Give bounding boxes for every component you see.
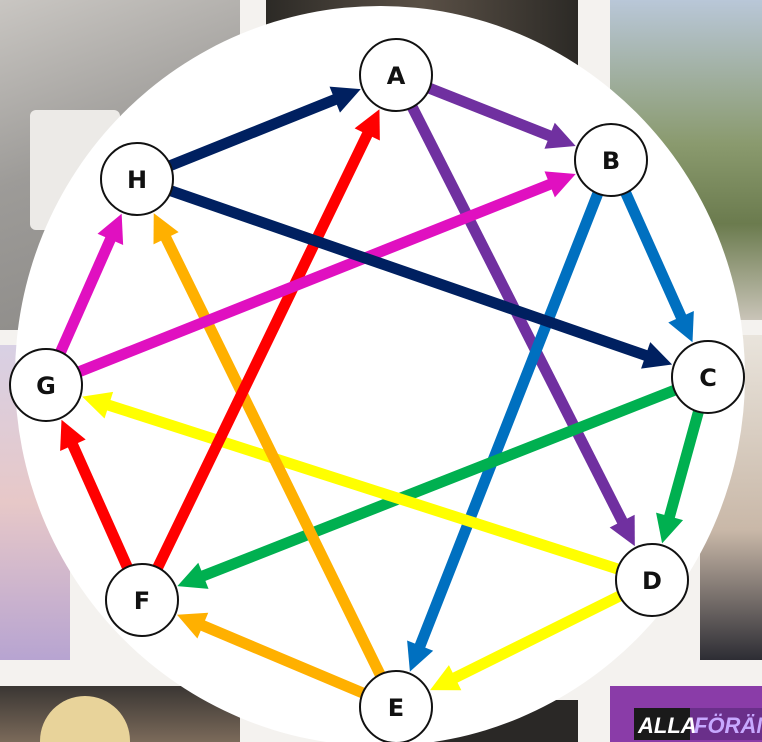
node-B: B — [575, 124, 647, 196]
node-label-A: A — [387, 62, 406, 90]
node-label-B: B — [602, 147, 620, 175]
node-F: F — [106, 564, 178, 636]
node-label-G: G — [36, 372, 56, 400]
node-A: A — [360, 39, 432, 111]
node-label-H: H — [127, 166, 147, 194]
node-H: H — [101, 143, 173, 215]
node-G: G — [10, 349, 82, 421]
node-label-C: C — [699, 364, 717, 392]
node-E: E — [360, 671, 432, 742]
node-C: C — [672, 341, 744, 413]
node-D: D — [616, 544, 688, 616]
node-label-D: D — [642, 567, 662, 595]
node-label-E: E — [388, 694, 404, 722]
node-label-F: F — [134, 587, 150, 615]
